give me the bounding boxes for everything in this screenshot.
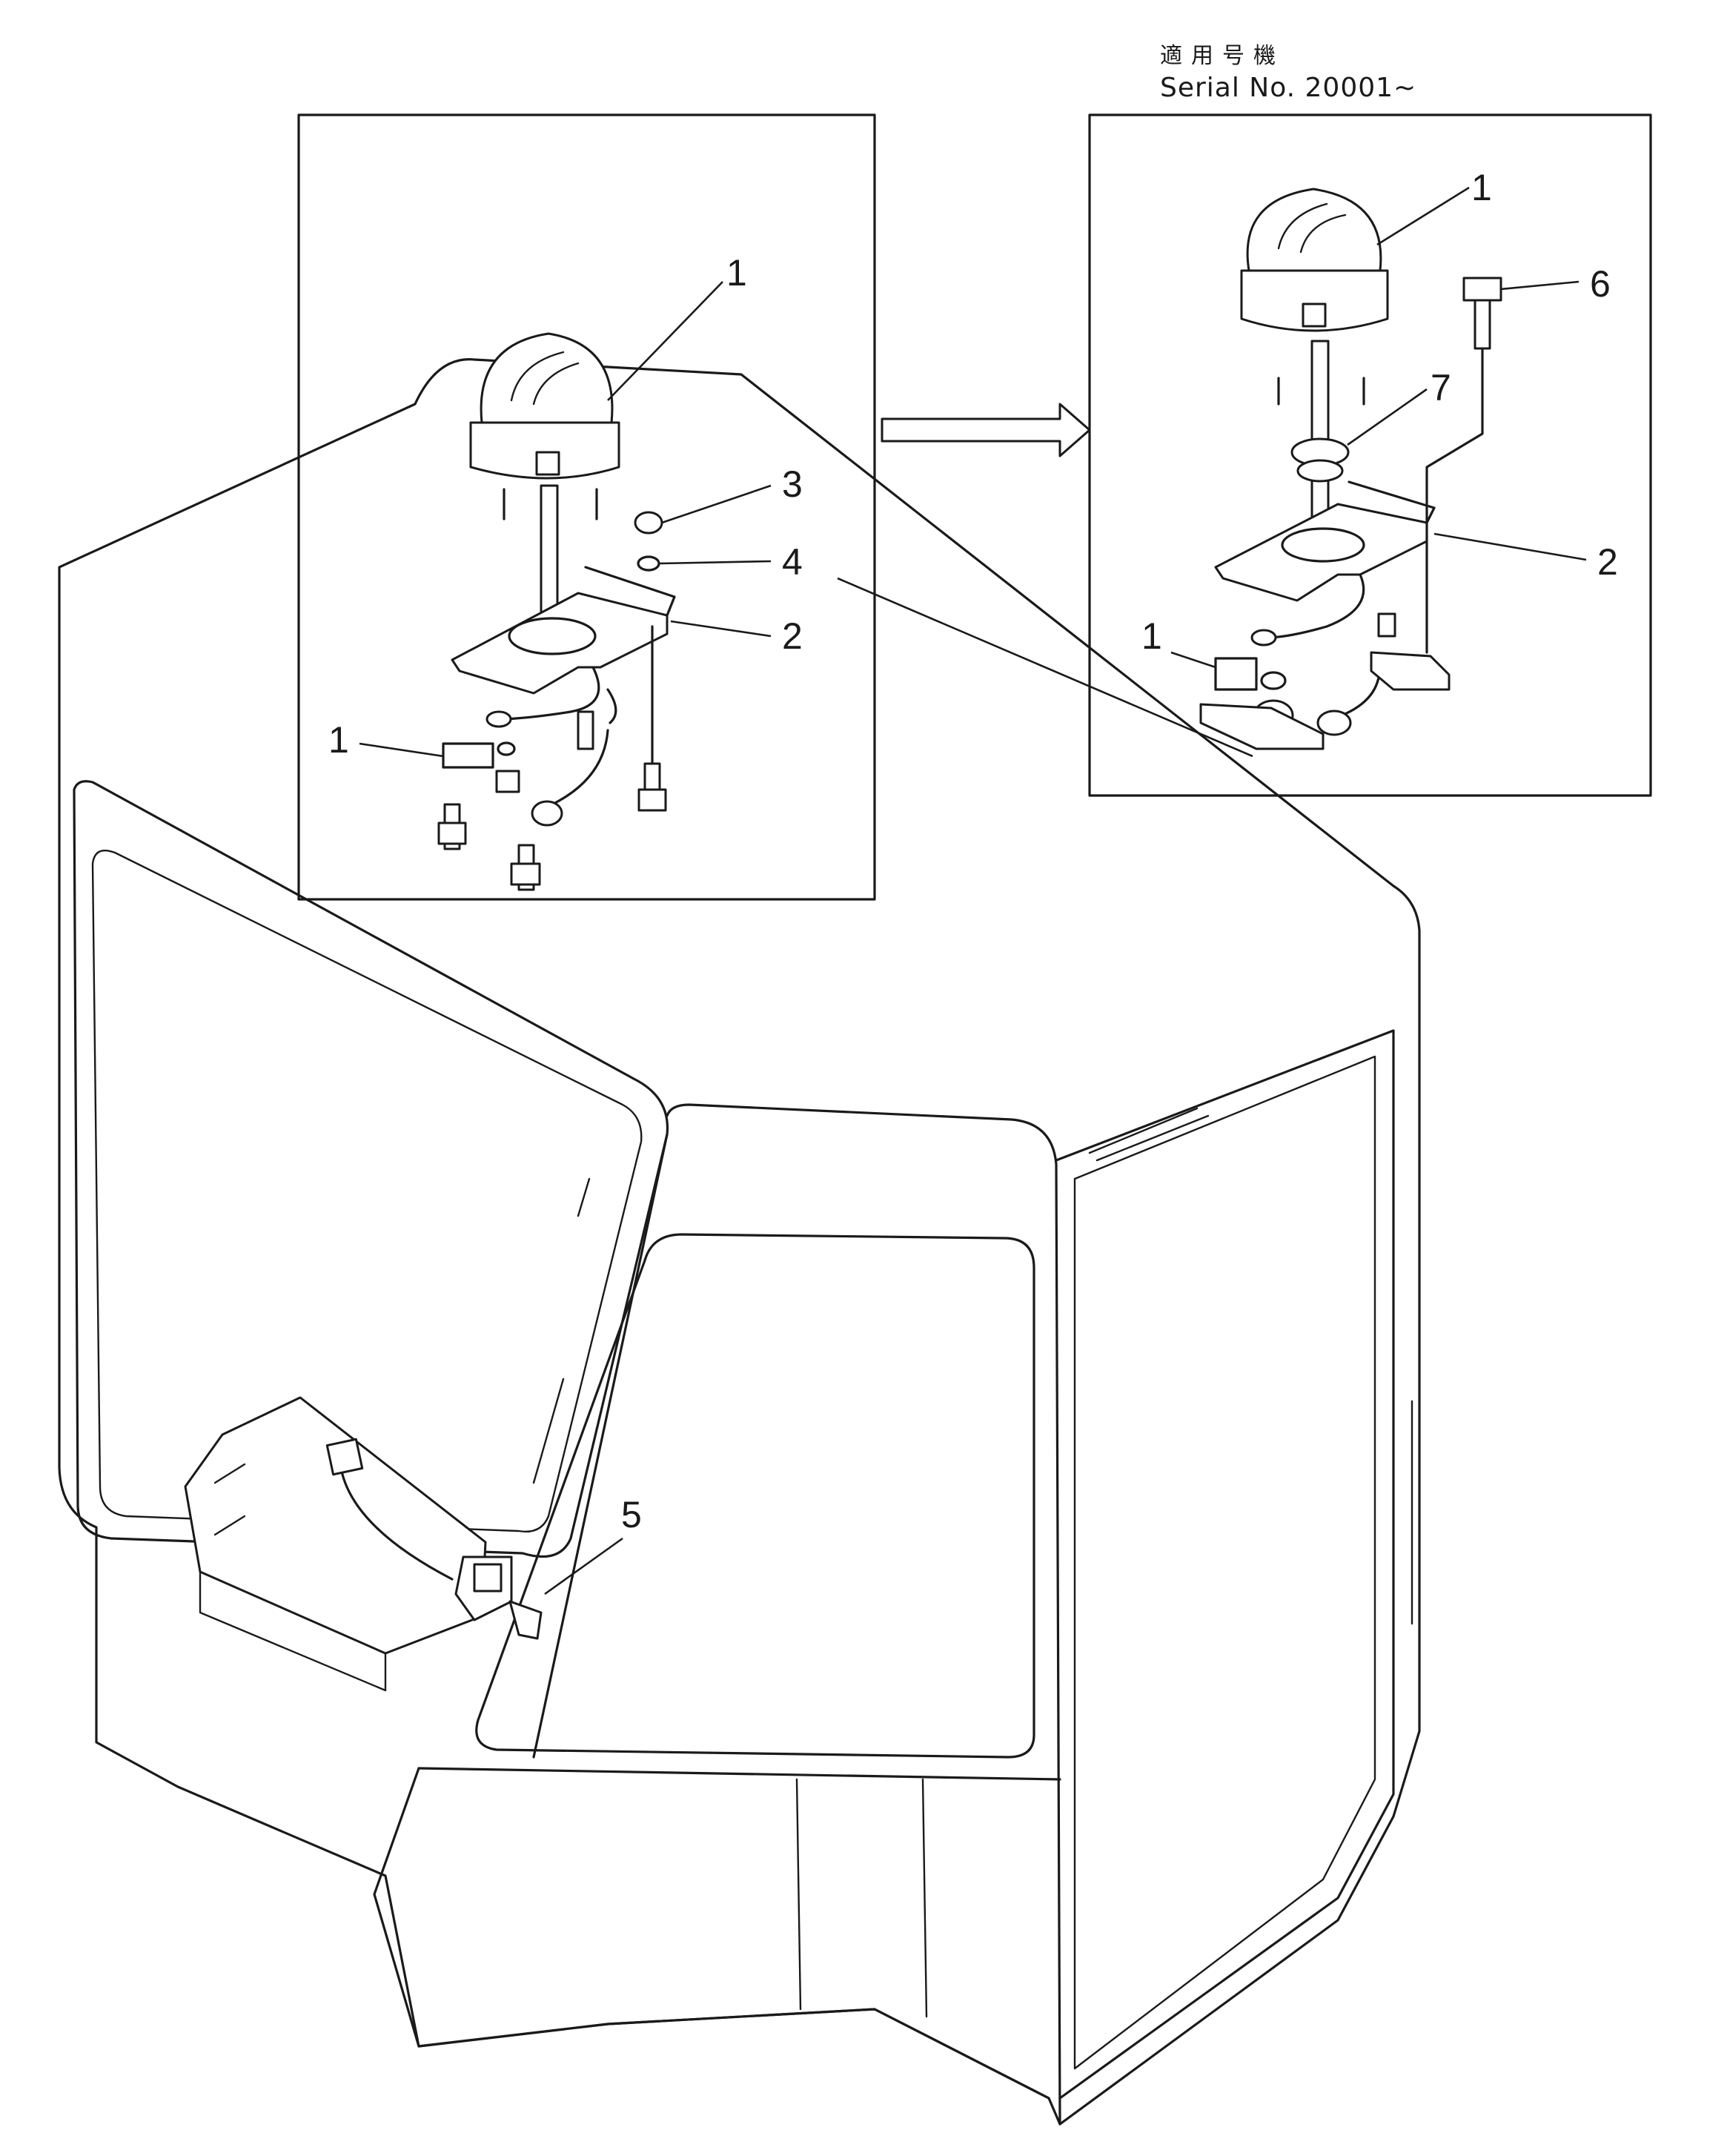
- revised-dome-highlight: [1277, 202, 1328, 250]
- mount-block-rear: [1370, 651, 1451, 691]
- callout-left-nut: 3: [782, 463, 803, 505]
- bracket-tab: [584, 566, 676, 617]
- switch-harness: [339, 1466, 454, 1581]
- leader-left-1: [607, 281, 723, 401]
- lamp-bracket: [451, 592, 669, 695]
- right-door-inner: [1073, 1055, 1376, 2070]
- left-panel-inner: [91, 849, 643, 1532]
- washer-part-4: [637, 555, 660, 572]
- applicable-model-label: 適用号機: [1160, 43, 1285, 69]
- revised-dome-highlight-2: [1299, 214, 1347, 254]
- leader-right-2: [1433, 532, 1587, 561]
- callout-left-bracket: 2: [782, 615, 803, 657]
- switch-toggle: [473, 1563, 503, 1593]
- front-face-top: [666, 1103, 1058, 1165]
- callout-left-washer: 4: [782, 541, 803, 583]
- hex-nut-left: [495, 770, 520, 793]
- panel-stripe-2: [532, 1378, 565, 1484]
- revised-bracket-hole: [1281, 527, 1365, 563]
- leader-left-4: [659, 560, 772, 565]
- detail-frame-left: [297, 113, 876, 901]
- panel-stripe-1: [577, 1177, 591, 1217]
- callout-right-parts: 1: [1141, 615, 1162, 657]
- warning-lamp-dome: [480, 332, 614, 424]
- revised-cable-connector: [1316, 710, 1352, 736]
- leader-right-7: [1347, 388, 1428, 446]
- skirt-panel-1: [795, 1778, 802, 2011]
- right-door-outer: [1055, 1029, 1395, 2100]
- skirt-panel-2: [921, 1778, 928, 2018]
- bolt-a-head: [437, 821, 467, 845]
- cab-outline: [58, 358, 1421, 2126]
- leader-box-to-cab: [837, 577, 1253, 758]
- dome-highlight: [510, 351, 565, 402]
- cable-connector: [531, 800, 563, 827]
- callout-left-lamp: 1: [726, 252, 747, 294]
- serial-header: 適用号機 Serial No. 20001~: [1160, 43, 1416, 103]
- connector-cable: [551, 729, 609, 806]
- grommet-ring: [1296, 459, 1344, 483]
- bolt-c: [577, 710, 594, 750]
- front-face-right-edge: [1055, 1163, 1061, 2126]
- leader-right-6: [1500, 280, 1580, 291]
- revised-ring-terminal: [1250, 629, 1277, 647]
- dome-highlight-2: [532, 362, 580, 406]
- callout-left-parts: 1: [328, 719, 349, 761]
- harness-connector: [325, 1438, 364, 1476]
- cab-body: [58, 358, 1421, 2126]
- callout-right-lamp: 1: [1471, 167, 1492, 208]
- mount-block-front: [1199, 703, 1325, 750]
- leader-right-1b: [1170, 651, 1216, 669]
- bolt-6-guide: [1425, 347, 1484, 654]
- bolt-part-6-head: [1462, 277, 1502, 302]
- leader-switch-5: [544, 1537, 623, 1595]
- lamp-wiring: [503, 666, 600, 721]
- leader-left-3: [661, 484, 772, 524]
- front-window: [475, 1233, 1035, 1759]
- nut-part-3: [634, 511, 663, 535]
- door-handle-line-1: [1088, 1107, 1199, 1154]
- leader-left-1b: [359, 742, 444, 758]
- door-handle-line-2: [1095, 1114, 1210, 1162]
- lamp-clamp: [535, 451, 560, 476]
- revised-bracket: [1214, 503, 1428, 602]
- revised-bracket-tab: [1348, 480, 1436, 524]
- revised-lamp-wiring: [1270, 573, 1365, 639]
- revised-wire-connector: [1377, 612, 1396, 638]
- kit-bracket-left: [442, 742, 494, 769]
- ground-wire: [606, 688, 617, 724]
- callout-right-bracket: 2: [1597, 541, 1618, 583]
- front-face-bottom: [417, 1767, 1061, 1781]
- left-panel-frame: [73, 780, 669, 1558]
- detail-box-revised: 1 6 7 2 1: [1088, 113, 1652, 797]
- lower-skirt: [373, 1767, 1050, 2100]
- leader-left-2: [670, 620, 772, 638]
- bolt-d-head: [637, 788, 667, 812]
- callout-right-bolt: 6: [1590, 263, 1611, 305]
- callout-right-grommet: 7: [1431, 367, 1451, 409]
- kit-bracket-right: [1214, 657, 1258, 691]
- front-face-left-edge: [532, 1133, 669, 1759]
- serial-number-label: Serial No. 20001~: [1160, 73, 1416, 103]
- revised-lock-washer: [1260, 671, 1287, 690]
- leader-right-1: [1376, 186, 1470, 246]
- control-box-line-b: [213, 1515, 246, 1536]
- revised-lamp-clamp: [1302, 302, 1327, 328]
- lock-washer-left: [497, 741, 516, 756]
- revised-lamp-base: [1240, 269, 1389, 332]
- switch-key: [508, 1600, 543, 1640]
- right-arrow-icon: [881, 403, 1091, 457]
- control-box-line-a: [213, 1463, 246, 1484]
- control-box-edge: [199, 1570, 387, 1692]
- warning-lamp-base: [469, 421, 620, 480]
- callout-switch: 5: [621, 1494, 642, 1535]
- ring-terminal: [485, 710, 512, 728]
- detail-frame-right: [1088, 113, 1652, 797]
- detail-box-original: 1 3 4 2 1: [297, 113, 876, 901]
- bolt-b-head: [510, 862, 541, 886]
- bracket-hole: [508, 617, 597, 655]
